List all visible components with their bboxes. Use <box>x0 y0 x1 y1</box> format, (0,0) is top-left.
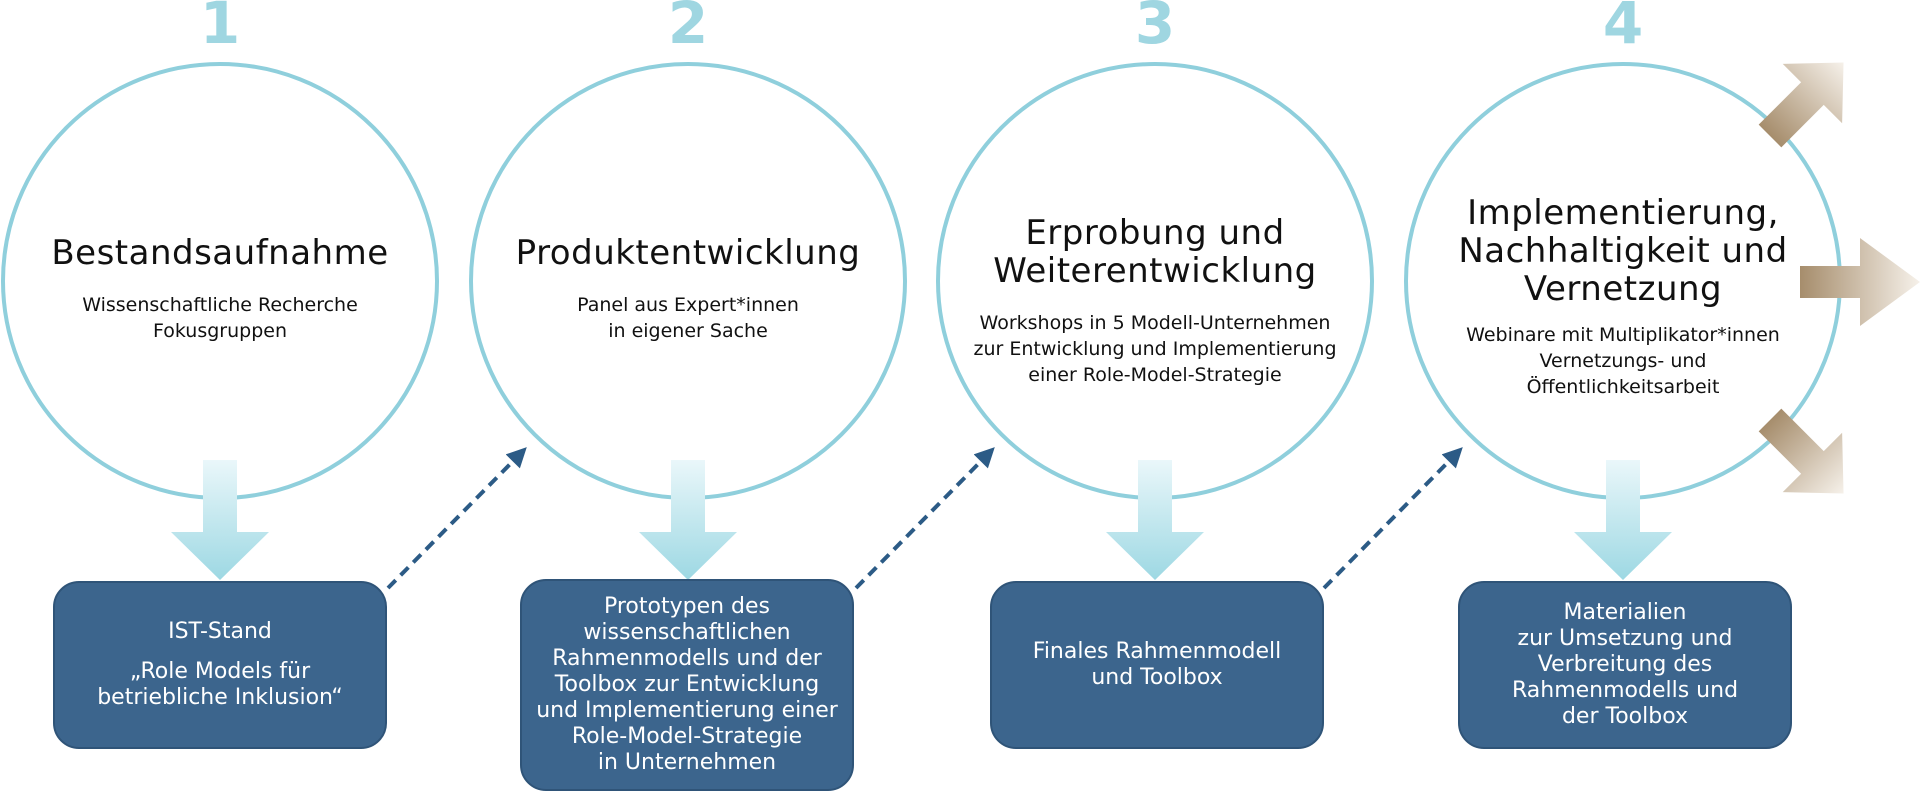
phase-1-result-line: IST-Stand <box>168 619 272 644</box>
phase-4-detail-line: Webinare mit Multiplikator*innen <box>1466 324 1780 346</box>
phase-3-title: Erprobung und Weiterentwicklung <box>955 214 1355 290</box>
phase-4-result-line: Materialien <box>1563 600 1687 625</box>
phase-3-result-line: Finales Rahmenmodell <box>1032 639 1282 664</box>
phase-1-text: Bestandsaufnahme Wissenschaftliche Reche… <box>20 234 420 344</box>
phase-3-text: Erprobung und Weiterentwicklung Workshop… <box>955 214 1355 388</box>
phase-4-result-box: Materialien zur Umsetzung und Verbreitun… <box>1458 581 1792 749</box>
phase-3-number: 3 <box>1134 0 1176 57</box>
phase-1-detail-line: Fokusgruppen <box>152 320 287 342</box>
outgoing-arrow-down-right-icon <box>1758 408 1844 494</box>
phase-3-result-box: Finales Rahmenmodell und Toolbox <box>990 581 1324 749</box>
phase-2-title: Produktentwicklung <box>515 233 861 273</box>
phase-4-result-line: Verbreitung des <box>1537 652 1713 677</box>
phase-2-result-line: Role-Model-Strategie <box>571 724 803 749</box>
phase-3-detail-line: Workshops in 5 Modell-Unternehmen <box>979 312 1331 334</box>
phase-1-result-box: IST-Stand „Role Models für betriebliche … <box>53 581 387 749</box>
phase-4-result-line: Rahmenmodells und <box>1511 678 1739 703</box>
phase-4-detail-line: Vernetzungs- und <box>1539 350 1707 372</box>
phase-2-result-line: in Unternehmen <box>597 750 777 775</box>
phase-4-title-line: Implementierung, <box>1467 193 1779 233</box>
phase-3-result-line: und Toolbox <box>1091 665 1223 690</box>
phase-2-result-line: Rahmenmodells und der <box>552 646 822 671</box>
phase-3-title-line: Weiterentwicklung <box>993 251 1317 291</box>
phase-3-detail-line: zur Entwicklung und Implementierung <box>973 338 1337 360</box>
down-arrow-1-icon <box>171 460 269 580</box>
phase-2-details: Panel aus Expert*innen in eigener Sache <box>488 292 888 344</box>
phase-1-details: Wissenschaftliche Recherche Fokusgruppen <box>20 292 420 344</box>
outgoing-arrow-up-right-icon <box>1758 62 1844 148</box>
phase-1-detail-line: Wissenschaftliche Recherche <box>82 294 358 316</box>
phase-3-title-line: Erprobung und <box>1025 213 1285 253</box>
phase-2-text: Produktentwicklung Panel aus Expert*inne… <box>488 234 888 344</box>
phase-3-details: Workshops in 5 Modell-Unternehmen zur En… <box>955 310 1355 388</box>
phase-2-detail-line: in eigener Sache <box>608 320 768 342</box>
phase-2-result-line: Prototypen des <box>603 594 771 619</box>
phase-4-detail-line: Öffentlichkeitsarbeit <box>1526 376 1720 398</box>
down-arrow-3-icon <box>1106 460 1204 580</box>
phase-2-number: 2 <box>667 0 709 57</box>
phase-4-title-line: Vernetzung <box>1523 269 1723 309</box>
phase-1-result-line: „Role Models für <box>129 659 311 684</box>
down-arrow-4-icon <box>1574 460 1672 580</box>
dashed-arrow-3-to-4-icon <box>1322 447 1463 590</box>
down-arrow-2-icon <box>639 460 737 580</box>
phase-1-title: Bestandsaufnahme <box>51 233 389 273</box>
phase-4-title-line: Nachhaltigkeit und <box>1458 231 1788 271</box>
phase-4-number: 4 <box>1602 0 1644 57</box>
phase-4-text: Implementierung, Nachhaltigkeit und Vern… <box>1423 194 1823 400</box>
phase-2-result-line: wissenschaftlichen <box>583 620 791 645</box>
phase-4-result-line: zur Umsetzung und <box>1517 626 1733 651</box>
phase-2-result-line: Toolbox zur Entwicklung <box>554 672 820 697</box>
dashed-arrow-2-to-3-icon <box>854 447 995 590</box>
phase-2-result-line: und Implementierung einer <box>536 698 838 723</box>
phase-1-number: 1 <box>199 0 241 57</box>
phase-4-title: Implementierung, Nachhaltigkeit und Vern… <box>1423 194 1823 308</box>
phase-4-result-line: der Toolbox <box>1561 704 1689 729</box>
phase-3-detail-line: einer Role-Model-Strategie <box>1028 364 1282 386</box>
phase-1-result-line: betriebliche Inklusion“ <box>97 685 343 710</box>
dashed-arrow-1-to-2-icon <box>386 447 527 590</box>
outgoing-arrow-right-icon <box>1800 238 1920 326</box>
phase-2-detail-line: Panel aus Expert*innen <box>577 294 799 316</box>
phase-2-result-box: Prototypen des wissenschaftlichen Rahmen… <box>520 579 854 791</box>
phase-4-details: Webinare mit Multiplikator*innen Vernetz… <box>1423 322 1823 400</box>
